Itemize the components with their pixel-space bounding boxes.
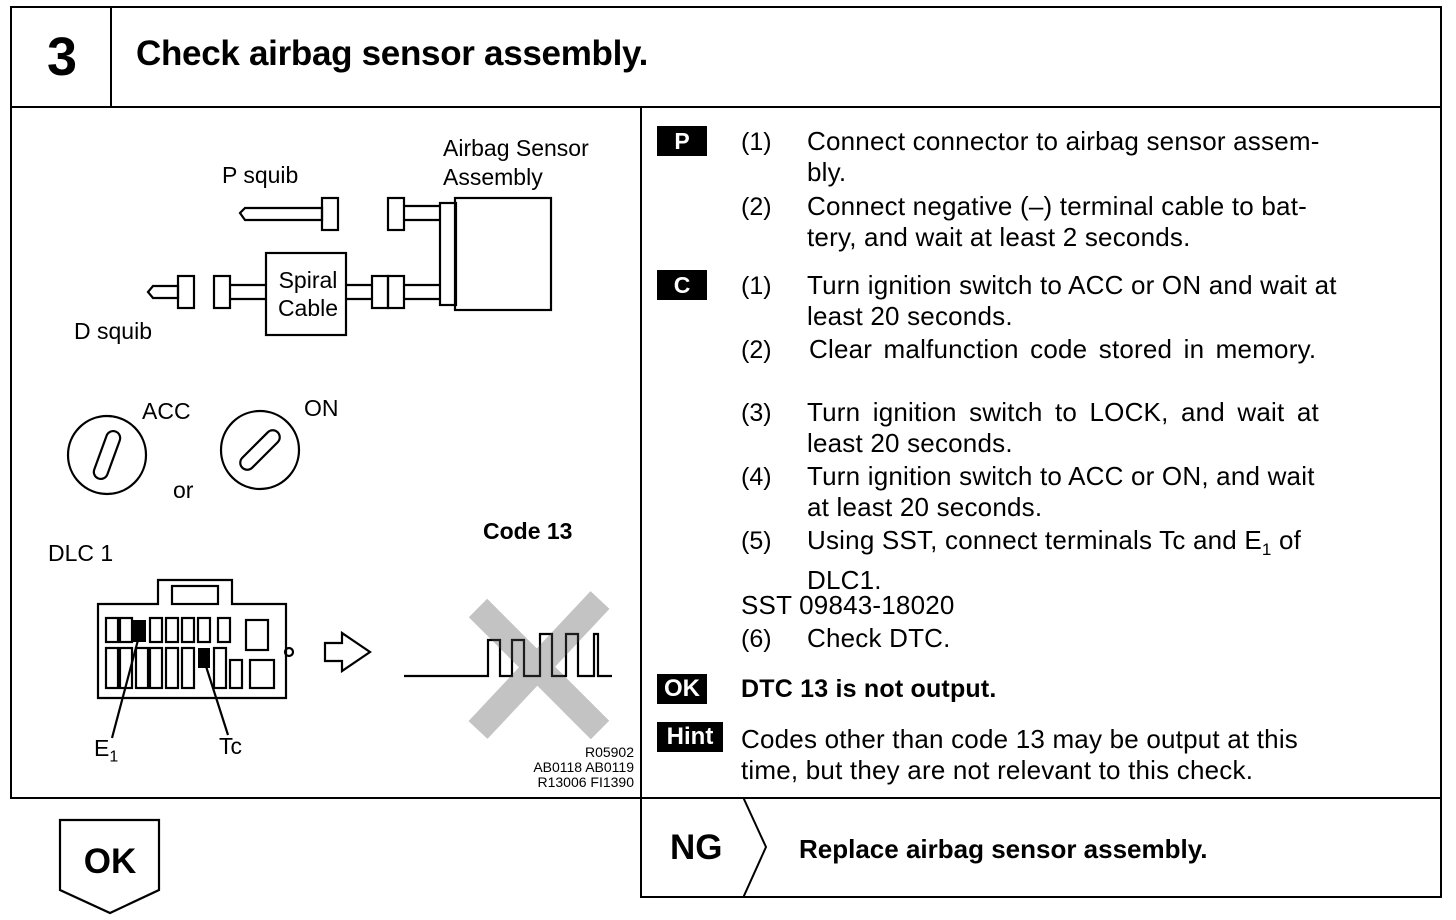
sst-number: SST 09843-18020 [741,590,955,620]
e1-label: E1 [94,735,119,766]
p-squib-label: P squib [222,162,299,188]
ng-divider [742,797,768,898]
arrow-icon [323,630,372,674]
sensor-connector [438,201,458,307]
tc-label: Tc [219,733,242,759]
p-step-2-num: (2) [741,193,772,221]
illustration-panel [10,106,642,799]
figure-references: R05902 AB0118 AB0119 R13006 FI1390 [533,744,634,790]
p-squib-connector [320,196,340,232]
c-step-5-text: Using SST, connect terminals Tc and E1 o… [807,525,1302,596]
ok-result-label: OK [83,842,137,881]
p-squib-mating-connector [386,196,406,232]
c-step-5-num: (5) [741,527,772,555]
c-step-4-text: Turn ignition switch to ACC or ON, and w… [807,461,1315,522]
p-step-1-text: Connect connector to airbag sensor assem… [807,126,1320,187]
acc-switch [66,414,148,496]
ng-label: NG [670,828,723,867]
on-switch [219,409,301,491]
step-6-text: Check DTC. [807,623,951,653]
c-step-3-num: (3) [741,399,772,427]
spiral-cable-label: Spiral Cable [277,267,339,321]
c-step-3-text: Turn ignition switch to LOCK, and wait a… [807,397,1319,458]
code-label: Code 13 [483,518,573,544]
cross-out-icon [468,591,610,740]
ok-result-box [58,818,161,915]
d-squib-connector [176,274,196,310]
on-label: ON [304,395,339,421]
step-title: Check airbag sensor assembly. [136,34,649,73]
p-tag: P [657,126,707,156]
p-step-1-num: (1) [741,128,772,156]
d-squib-plug [146,284,180,300]
airbag-sensor-box [453,196,553,312]
ng-action: Replace airbag sensor assembly. [799,834,1208,864]
step-6-num: (6) [741,625,772,653]
ng-result-box [640,797,1442,898]
ok-tag: OK [657,674,707,704]
c-step-4-num: (4) [741,463,772,491]
wiring-diagram [66,196,612,740]
code-13-waveform [404,632,612,678]
c-step-1-num: (1) [741,272,772,300]
c-step-1-text: Turn ignition switch to ACC or ON and wa… [807,270,1337,331]
spiral-cable-box [264,251,348,337]
or-label: or [173,477,194,503]
c-step-2-text: Clear malfunction code stored in memory. [809,334,1317,364]
step-number: 3 [46,27,78,87]
d-squib-label: D squib [74,318,152,344]
p-step-2-text: Connect negative (–) terminal cable to b… [807,191,1307,252]
dlc1-connector [96,578,288,700]
p-squib-plug [238,206,324,222]
d-squib-mating-connector [212,274,232,310]
acc-label: ACC [142,398,191,424]
c-tag: C [657,270,707,300]
hint-tag: Hint [657,722,723,752]
hint-text: Codes other than code 13 may be output a… [741,724,1299,785]
step-number-divider [110,6,112,108]
ok-text: DTC 13 is not output. [741,675,997,703]
dlc-label: DLC 1 [48,540,114,566]
c-step-2-num: (2) [741,336,772,364]
airbag-sensor-label: Airbag Sensor Assembly [443,135,589,190]
